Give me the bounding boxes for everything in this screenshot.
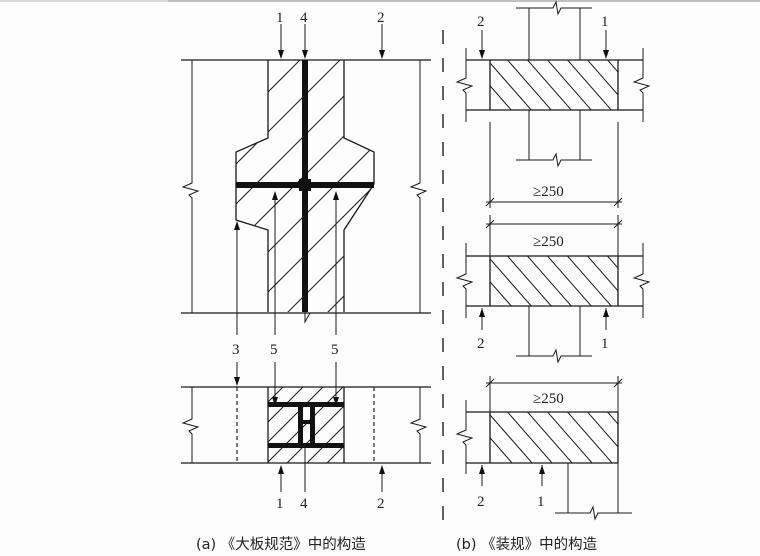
label-4: 4 <box>300 10 308 26</box>
b3-label-1: 1 <box>537 494 545 510</box>
b1-label-2: 2 <box>477 14 485 30</box>
caption-b: (b) 《装规》中的构造 <box>456 536 598 553</box>
label-3: 3 <box>232 342 240 358</box>
b2-dimension: ≥250 <box>533 234 564 250</box>
panel-b-detail-2: ≥250 2 1 <box>455 215 651 364</box>
callouts-middle: 3 5 5 <box>232 191 339 406</box>
b2-label-2: 2 <box>477 336 485 352</box>
section-label-2: 2 <box>377 496 385 512</box>
label-1: 1 <box>276 10 284 26</box>
section-label-1: 1 <box>276 496 284 512</box>
b3-dimension: ≥250 <box>533 391 564 407</box>
panel-a-section: 1 4 2 (a) 《大板规范》中的构造 <box>181 386 431 553</box>
b1-label-1: 1 <box>601 14 609 30</box>
callouts-top: 1 4 2 <box>276 10 385 59</box>
caption-a: (a) 《大板规范》中的构造 <box>196 535 366 553</box>
label-5-left: 5 <box>270 342 278 358</box>
section-label-4: 4 <box>300 496 308 512</box>
label-2: 2 <box>377 10 385 26</box>
window-tab-strip <box>168 0 760 2</box>
panel-a-elevation: 1 4 2 3 5 5 <box>181 10 431 406</box>
b1-dimension: ≥250 <box>533 184 564 200</box>
panel-b-detail-1: 2 1 ≥250 <box>455 0 651 208</box>
b2-label-1: 1 <box>601 336 609 352</box>
b3-label-2: 2 <box>477 494 485 510</box>
panel-b-detail-3: ≥250 2 1 (b) 《装规》中的构造 <box>455 376 632 553</box>
label-5-right: 5 <box>331 342 339 358</box>
